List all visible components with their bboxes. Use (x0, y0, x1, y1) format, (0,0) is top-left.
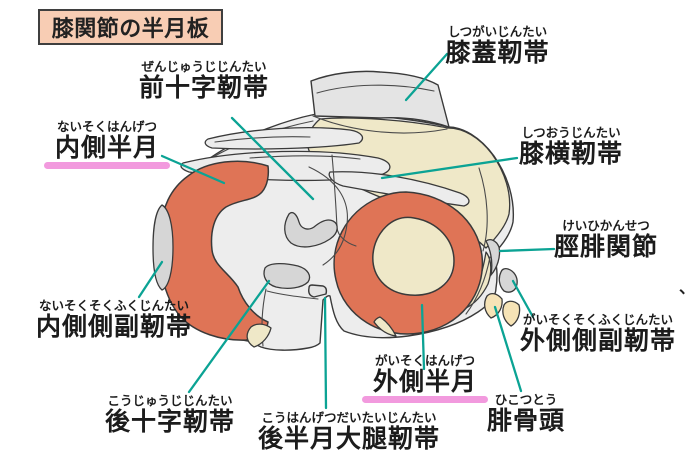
label-fibular-head-text: 腓骨頭 (486, 406, 565, 436)
pointer-line-medial-meniscus (160, 154, 226, 185)
label-lateral-meniscus: がいそくはんげつ 外側半月 (362, 353, 488, 404)
label-tibiofibular: けいひかんせつ 脛腓関節 (550, 218, 662, 262)
label-lateral-meniscus-furigana: がいそくはんげつ (374, 353, 475, 368)
label-acl-furigana: ぜんじゅうじじんたい (141, 59, 267, 74)
label-post-meniscofemoral-furigana: こうはんげつだいたいじんたい (261, 410, 437, 425)
label-post-meniscofemoral: こうはんげつだいたいじんたい 後半月大腿靭帯 (252, 410, 446, 454)
intercondylar-hook-shape (284, 211, 338, 248)
label-transverse: しつおうじんたい 膝横靭帯 (512, 125, 630, 169)
eminence-contour-1 (308, 166, 348, 266)
label-medial-meniscus-text: 内側半月 (54, 133, 159, 163)
label-transverse-furigana: しつおうじんたい (521, 125, 621, 140)
lateral-meniscus-shape (333, 191, 484, 335)
label-lateral-meniscus-text: 外側半月 (372, 367, 477, 397)
mcl-tab-shape (152, 204, 174, 291)
patellar-ligament-flap-shape (310, 70, 450, 128)
flap-fold-line (316, 84, 435, 94)
column-top-line (266, 290, 319, 300)
lcl-oval-shape (498, 267, 518, 293)
band-fold-line-1 (249, 155, 361, 160)
label-fibular-head-furigana: ひこつとう (494, 392, 558, 407)
label-lcl: がいそくそくふくじんたい 外側側副靭帯 (516, 312, 680, 356)
label-transverse-text: 膝横靭帯 (518, 139, 623, 169)
acl-band-upper-shape (204, 127, 364, 150)
label-medial-meniscus: ないそくはんげつ 内側半月 (44, 119, 170, 170)
pointer-line-lcl (511, 279, 535, 319)
pointer-line-tibiofibular (498, 247, 556, 253)
label-mcl-furigana: ないそくそくふくじんたい (38, 298, 189, 313)
bottom-cream-wedge (373, 316, 397, 337)
label-tibiofibular-text: 脛腓関節 (553, 232, 658, 262)
fibular-head-shape-2 (502, 300, 521, 327)
label-mcl-text: 内側側副靭帯 (35, 312, 192, 342)
label-medial-meniscus-furigana: ないそくはんげつ (56, 119, 157, 134)
page-title: 膝関節の半月板 (38, 9, 223, 45)
label-pcl: こうじゅうじじんたい 後十字靭帯 (103, 393, 237, 437)
label-patellar-furigana: しつがいじんたい (447, 24, 548, 39)
label-acl-text: 前十字靭帯 (138, 73, 269, 103)
pointer-line-acl (230, 116, 315, 201)
pointer-line-post-meniscofemoral (323, 296, 328, 410)
pointer-line-mcl (137, 260, 164, 299)
label-patellar-text: 膝蓋靭帯 (445, 38, 550, 68)
posterior-knob-shape (263, 262, 311, 289)
bottom-left-cream-patch (246, 323, 272, 348)
plateau-right-rim-line (478, 167, 488, 252)
label-fibular-head: ひこつとう 腓骨頭 (482, 392, 570, 436)
label-acl: ぜんじゅうじじんたい 前十字靭帯 (136, 59, 272, 103)
label-pcl-furigana: こうじゅうじじんたい (107, 393, 233, 408)
label-patellar: しつがいじんたい 膝蓋靭帯 (432, 24, 563, 68)
label-lcl-furigana: がいそくそくふくじんたい (522, 312, 673, 327)
pointer-line-pcl (187, 279, 271, 394)
label-tibiofibular-furigana: けいひかんせつ (562, 218, 650, 233)
posterior-tab-shape (308, 284, 328, 298)
plateau-lowerright-rim-line (465, 256, 491, 315)
pointer-line-patellar (404, 52, 449, 102)
band-fold-line-2 (214, 136, 311, 143)
plateau-top-rim-line (312, 115, 448, 134)
lateral-meniscus-hole-fill (370, 214, 454, 298)
label-lcl-text: 外側側副靭帯 (519, 326, 676, 356)
pointer-line-transverse (380, 156, 519, 180)
label-post-meniscofemoral-text: 後半月大腿靭帯 (257, 424, 440, 454)
label-mcl: ないそくそくふくじんたい 内側側副靭帯 (33, 298, 195, 342)
tibiofibular-crescent-shape (485, 239, 501, 278)
fibular-head-shape-1 (484, 292, 503, 319)
label-pcl-text: 後十字靭帯 (104, 407, 235, 437)
pointer-line-lateral-meniscus (420, 303, 426, 371)
lateral-meniscus-pink-underline (362, 396, 488, 404)
pointer-line-fibular-head (493, 305, 523, 393)
medial-meniscus-pink-underline (44, 162, 170, 170)
page-title-text: 膝関節の半月板 (51, 17, 210, 42)
stray-comma-mark: 、 (679, 278, 696, 297)
